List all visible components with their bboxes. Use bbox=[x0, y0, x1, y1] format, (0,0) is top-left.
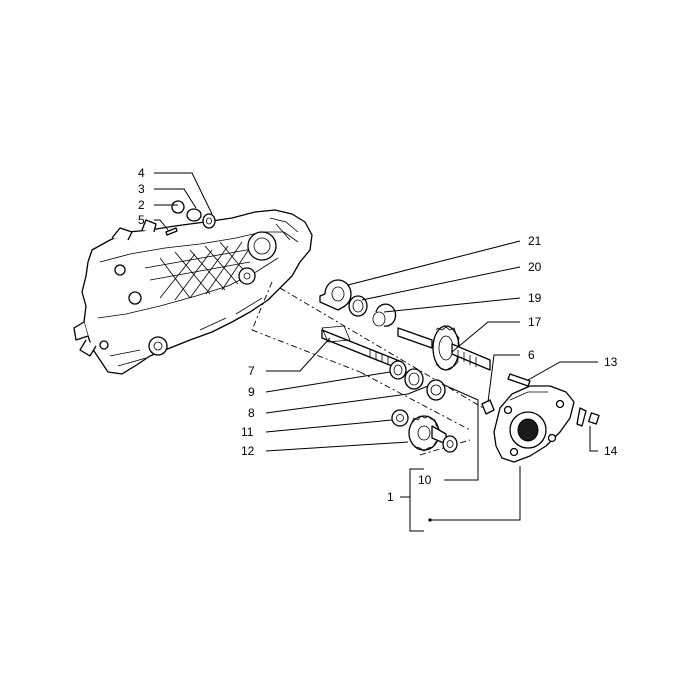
ring-8 bbox=[404, 368, 424, 390]
gear-shaft-17 bbox=[397, 325, 491, 371]
circlip-19 bbox=[372, 303, 397, 327]
pin-13 bbox=[507, 373, 531, 387]
callout-20: 20 bbox=[528, 260, 542, 274]
callout-19: 19 bbox=[528, 291, 542, 305]
callout-4: 4 bbox=[138, 166, 145, 180]
callout-10: 10 bbox=[418, 473, 432, 487]
bushing-parts bbox=[165, 200, 216, 236]
bush-11 bbox=[391, 409, 409, 427]
callout-6: 6 bbox=[528, 348, 535, 362]
callout-8: 8 bbox=[248, 406, 255, 420]
axis-dashed-lines bbox=[251, 281, 491, 456]
callout-21: 21 bbox=[528, 234, 542, 248]
gear-cover bbox=[493, 385, 575, 463]
callout-5: 5 bbox=[138, 213, 145, 227]
input-shaft-7 bbox=[321, 325, 403, 371]
dowel-6 bbox=[481, 399, 495, 415]
bearing-8 bbox=[426, 379, 446, 401]
callout-9: 9 bbox=[248, 385, 255, 399]
callout-2: 2 bbox=[138, 198, 145, 212]
callout-7: 7 bbox=[248, 364, 255, 378]
callout-1: 1 bbox=[387, 490, 394, 504]
bearing-9 bbox=[389, 360, 407, 380]
callout-17: 17 bbox=[528, 315, 542, 329]
screw-14 bbox=[576, 407, 600, 427]
callout-13: 13 bbox=[604, 355, 618, 369]
crankcase-housing bbox=[73, 209, 313, 375]
bearing-10 bbox=[442, 435, 458, 453]
callout-12: 12 bbox=[241, 444, 255, 458]
gear-12 bbox=[408, 415, 447, 452]
callout-14: 14 bbox=[604, 444, 618, 458]
callout-3: 3 bbox=[138, 182, 145, 196]
leader-lines bbox=[154, 172, 598, 532]
bearing-21 bbox=[319, 279, 352, 311]
callout-11: 11 bbox=[241, 425, 254, 439]
ring-20 bbox=[348, 295, 368, 317]
callout-labels: 4 3 2 5 21 20 19 17 6 13 14 7 9 8 11 12 … bbox=[138, 166, 618, 504]
